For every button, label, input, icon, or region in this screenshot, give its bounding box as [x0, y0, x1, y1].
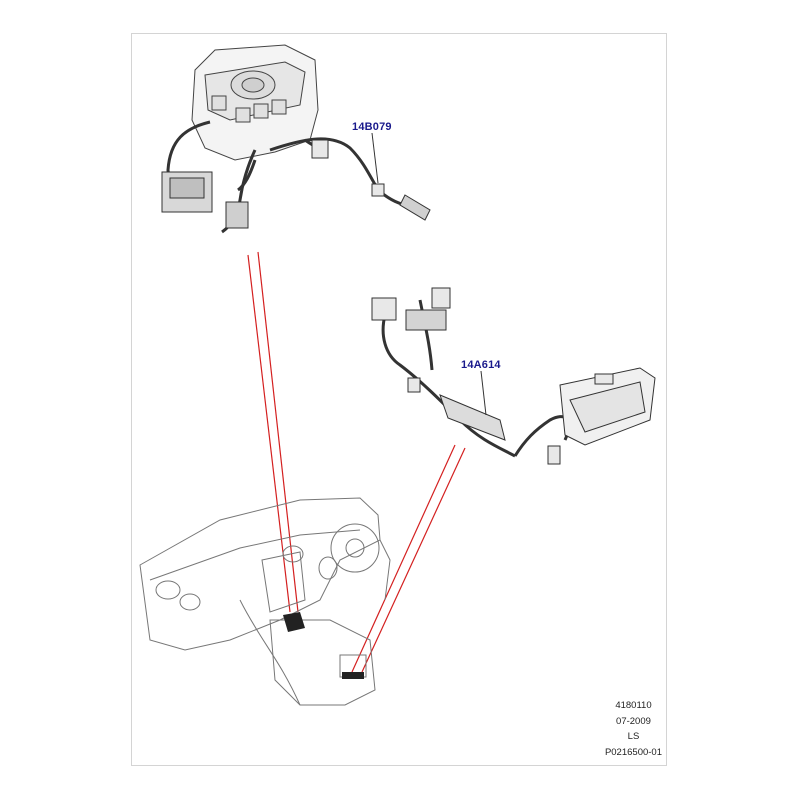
switch-pack-assembly — [191, 44, 319, 161]
part-reference: P0216500-01 — [604, 746, 662, 758]
highlighted-switch-locations — [283, 612, 364, 679]
illustration-date: 07-2009 — [616, 715, 651, 727]
illustration-number: 4180110 — [615, 700, 652, 711]
reference-block: 4180110 07-2009 LS P0216500-01 — [605, 698, 662, 760]
drawing-frame — [131, 33, 667, 766]
callout-part-14a614: 14A614 — [461, 359, 501, 371]
connectors-14a614 — [371, 287, 656, 465]
model-code: LS — [627, 731, 640, 742]
connectors-14b079 — [161, 139, 431, 229]
leader-14b079 — [371, 132, 379, 184]
dashboard-outline — [139, 497, 391, 706]
leader-14a614 — [480, 370, 487, 416]
callout-part-14b079: 14B079 — [352, 121, 392, 133]
